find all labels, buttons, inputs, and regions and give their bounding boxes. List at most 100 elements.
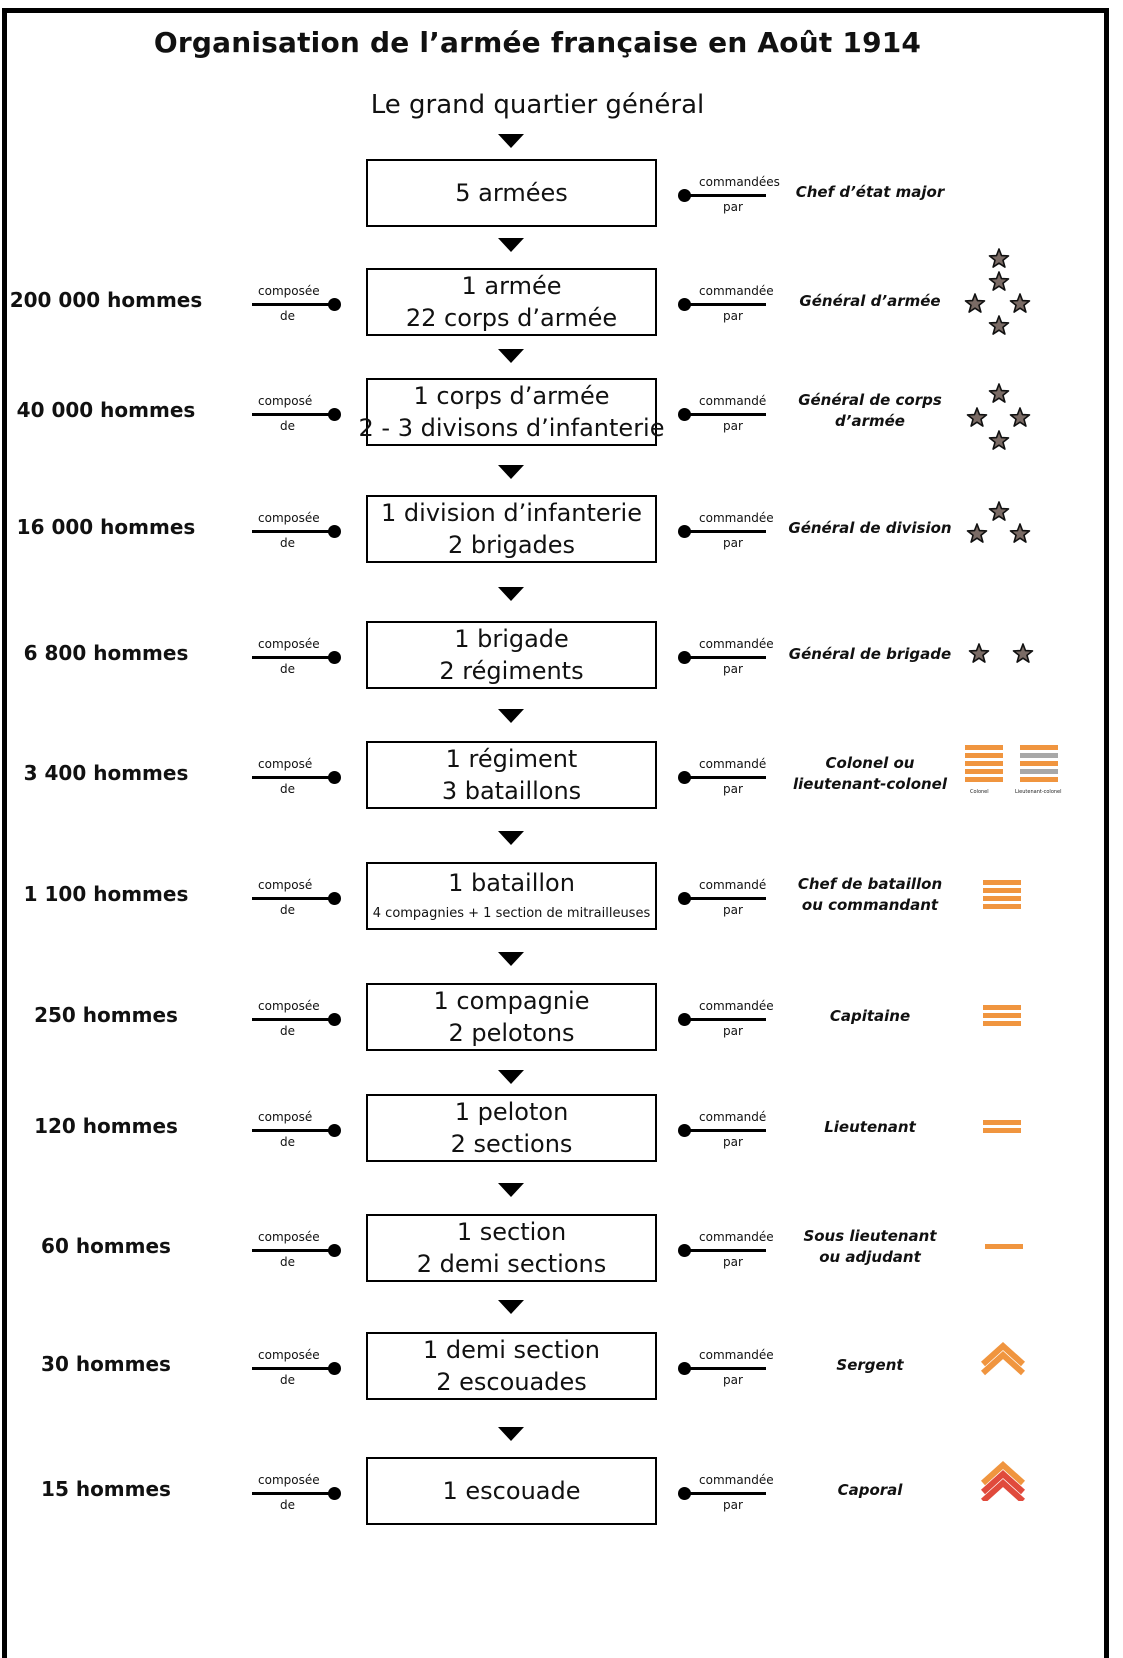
star-icon: [988, 430, 1010, 450]
stripe-icon: [965, 777, 1003, 782]
rank-line: lieutenant-colonel: [793, 775, 947, 793]
connector-line: [252, 1367, 338, 1370]
rank-title: Chef d’état major: [782, 182, 958, 203]
rank-line: Général de brigade: [788, 645, 952, 663]
connector-dot: [328, 298, 341, 311]
composed-of-label: de: [280, 536, 295, 550]
unit-name: 1 brigade: [454, 625, 569, 653]
commanded-label: commandée: [699, 1473, 774, 1487]
commanded-by-connector: commandée par: [676, 993, 780, 1043]
connector-dot: [328, 1013, 341, 1026]
down-arrow-icon: [498, 238, 524, 252]
unit-name: 5 armées: [455, 179, 568, 207]
connector-line: [252, 897, 338, 900]
down-arrow-icon: [498, 1183, 524, 1197]
commanded-by-label: par: [723, 1024, 743, 1038]
star-icon: [988, 383, 1010, 403]
composed-of-label: de: [280, 1373, 295, 1387]
connector-dot: [678, 189, 691, 202]
headquarters-label: Le grand quartier général: [370, 90, 705, 120]
connector-dot: [678, 298, 691, 311]
headcount-label: 15 hommes: [41, 1477, 171, 1501]
composed-of-label: de: [280, 1024, 295, 1038]
connector-line: [252, 1492, 338, 1495]
commanded-by-label: par: [723, 1373, 743, 1387]
composed-label: composée: [258, 637, 320, 651]
star-icon: [988, 501, 1010, 521]
unit-name: 1 bataillon: [448, 869, 575, 897]
chevron-insignia: [980, 1460, 1026, 1501]
connector-dot: [328, 1124, 341, 1137]
commanded-label: commandé: [699, 394, 767, 408]
rank-line: Colonel ou: [825, 754, 915, 772]
stripes-insignia: [965, 745, 1003, 785]
commanded-label: commandé: [699, 878, 767, 892]
connector-line: [252, 413, 338, 416]
unit-composition: 2 escouades: [436, 1368, 587, 1396]
composed-label: composée: [258, 999, 320, 1013]
unit-name: 1 compagnie: [433, 987, 590, 1015]
stripe-icon: [1020, 753, 1058, 758]
commanded-by-connector: commandé par: [676, 872, 780, 922]
connector-dot: [328, 771, 341, 784]
commanded-label: commandée: [699, 1230, 774, 1244]
connector-line: [252, 1249, 338, 1252]
unit-name: 1 peloton: [454, 1098, 569, 1126]
unit-composition: 2 sections: [450, 1130, 573, 1158]
stars-insignia: [966, 383, 1031, 450]
down-arrow-icon: [498, 587, 524, 601]
down-arrow-icon: [498, 1300, 524, 1314]
commanded-by-label: par: [723, 782, 743, 796]
rank-title: Lieutenant: [782, 1117, 958, 1138]
rank-line: ou commandant: [801, 896, 939, 914]
stripe-icon: [1020, 745, 1058, 750]
connector-dot: [328, 1244, 341, 1257]
rank-title: Sous lieutenant ou adjudant: [782, 1226, 958, 1268]
connector-line: [684, 194, 766, 197]
star-icon: [988, 271, 1010, 291]
star-icon: [988, 248, 1010, 268]
rank-line: Sous lieutenant: [803, 1227, 937, 1245]
stripe-icon: [1020, 761, 1058, 766]
star-icon: [966, 407, 988, 427]
stripes-insignia: [983, 1005, 1021, 1029]
star-icon: [1009, 523, 1031, 543]
unit-composition: 2 brigades: [447, 531, 576, 559]
composed-of-label: de: [280, 903, 295, 917]
composed-of-label: de: [280, 1498, 295, 1512]
stripe-icon: [983, 904, 1021, 909]
down-arrow-icon: [498, 134, 524, 148]
down-arrow-icon: [498, 465, 524, 479]
unit-composition: 4 compagnies + 1 section de mitrailleuse…: [372, 906, 651, 921]
headcount-label: 60 hommes: [41, 1234, 171, 1258]
stripe-icon: [983, 896, 1021, 901]
stripe-icon: [983, 1120, 1021, 1125]
commanded-by-label: par: [723, 536, 743, 550]
rank-line: Chef d’état major: [795, 183, 945, 201]
stripe-icon: [983, 1128, 1021, 1133]
composed-of-label: de: [280, 1255, 295, 1269]
stripe-icon: [1020, 777, 1058, 782]
commanded-by-label: par: [723, 903, 743, 917]
commanded-label: commandée: [699, 637, 774, 651]
unit-name: 1 section: [456, 1218, 567, 1246]
commanded-label: commandée: [699, 999, 774, 1013]
stripes-insignia: [983, 1120, 1021, 1136]
commanded-by-label: par: [723, 1135, 743, 1149]
star-icon: [1009, 407, 1031, 427]
rank-line: ou adjudant: [819, 1248, 921, 1266]
